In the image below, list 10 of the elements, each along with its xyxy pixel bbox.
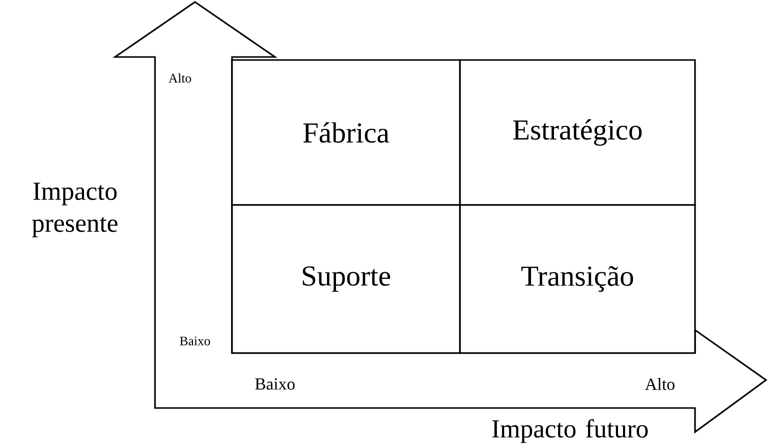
axis-title: Impacto presente	[32, 182, 118, 238]
quadrant-cell: Transição	[459, 204, 696, 354]
axis-level-label: Baixo	[180, 336, 210, 346]
axis-level-label: Alto	[645, 378, 674, 390]
axis-level-label: Alto	[168, 73, 192, 83]
quadrant-cell: Suporte	[231, 204, 461, 354]
axis-level-label: Baixo	[255, 378, 295, 390]
axis-title: Impacto futuro	[492, 419, 648, 443]
quadrant-cell: Fábrica	[231, 59, 461, 206]
quadrant-cell: Estratégico	[459, 59, 696, 206]
